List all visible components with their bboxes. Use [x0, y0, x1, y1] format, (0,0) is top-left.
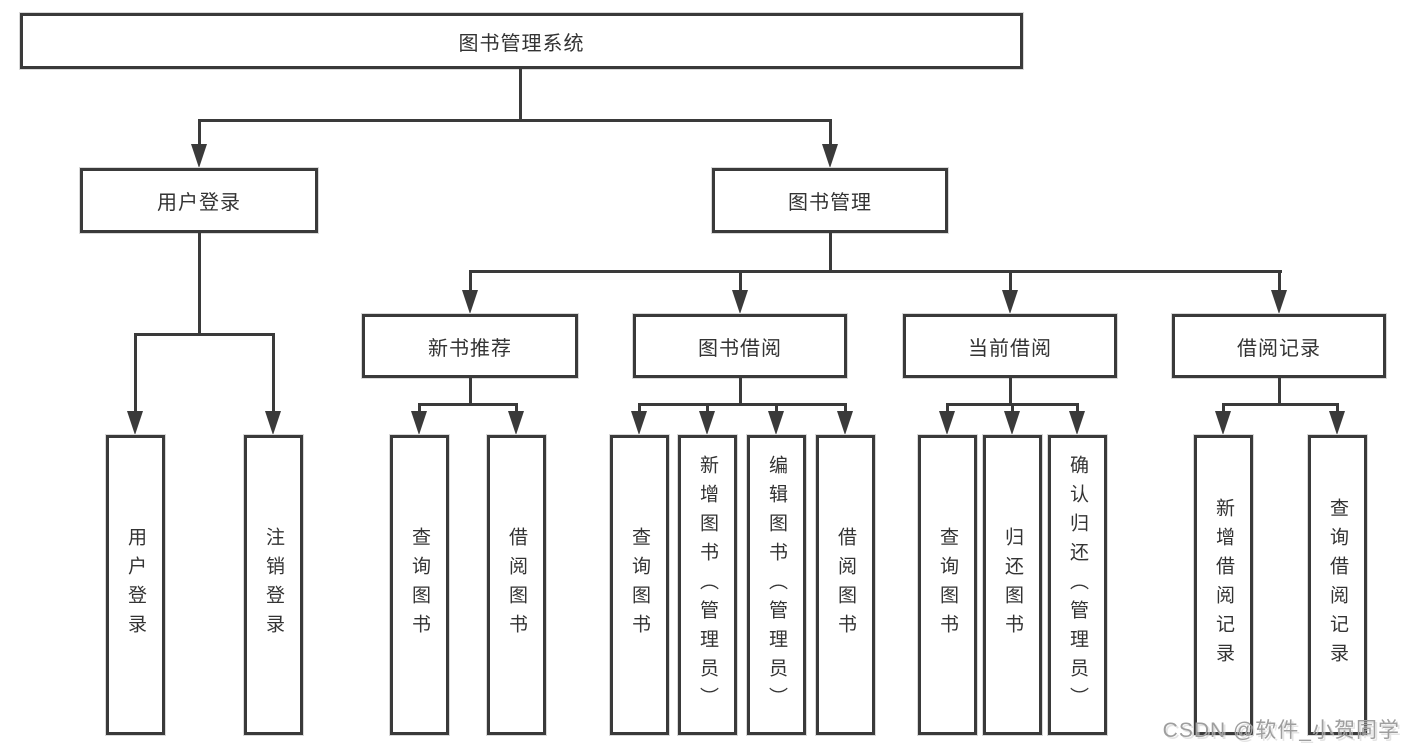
connector-stub	[638, 403, 641, 415]
arrowhead-down	[1215, 411, 1231, 435]
connector-rail	[1222, 403, 1339, 406]
connector-stub	[134, 333, 137, 413]
node-book-borrowing: 图书借阅	[633, 314, 847, 378]
connector-stub	[418, 403, 421, 415]
arrowhead-down	[462, 290, 478, 314]
connector-stub	[469, 270, 472, 294]
arrowhead-down	[1271, 290, 1287, 314]
leaf-current-query-books-label: 查询图书	[937, 527, 958, 643]
leaf-recommend-borrow-books: 借阅图书	[487, 435, 546, 735]
connector-stub	[1076, 403, 1079, 415]
node-current-borrowing: 当前借阅	[903, 314, 1117, 378]
leaf-borrowing-borrow-books-label: 借阅图书	[835, 527, 856, 643]
leaf-logout-label: 注销登录	[263, 527, 284, 643]
leaf-query-borrow-record: 查询借阅记录	[1308, 435, 1367, 735]
node-borrowing-records: 借阅记录	[1172, 314, 1386, 378]
connector-book-mgmt-trunk	[829, 233, 832, 273]
connector-stub	[739, 270, 742, 294]
connector-stub	[1011, 403, 1014, 415]
connector-trunk	[739, 378, 742, 406]
leaf-recommend-query-books: 查询图书	[390, 435, 449, 735]
leaf-return-books: 归还图书	[983, 435, 1042, 735]
leaf-return-books-label: 归还图书	[1002, 527, 1023, 643]
node-user-login-label: 用户登录	[157, 192, 241, 214]
node-root: 图书管理系统	[20, 13, 1023, 69]
arrowhead-down	[768, 411, 784, 435]
arrowhead-down	[631, 411, 647, 435]
node-current-borrowing-label: 当前借阅	[968, 337, 1052, 360]
connector-trunk	[1278, 378, 1281, 406]
arrowhead-down	[837, 411, 853, 435]
connector-stub	[829, 119, 832, 147]
leaf-confirm-return-admin: 确认归还（管理员）	[1048, 435, 1107, 735]
arrowhead-down	[1002, 290, 1018, 314]
arrowhead-down	[411, 411, 427, 435]
leaf-recommend-query-books-label: 查询图书	[409, 527, 430, 643]
leaf-add-borrow-record-label: 新增借阅记录	[1213, 498, 1234, 672]
node-new-book-recommend: 新书推荐	[362, 314, 578, 378]
connector-stub	[515, 403, 518, 415]
arrowhead-down	[191, 144, 207, 168]
arrowhead-down	[822, 144, 838, 168]
arrowhead-down	[699, 411, 715, 435]
node-borrowing-records-label: 借阅记录	[1237, 337, 1321, 360]
leaf-recommend-borrow-books-label: 借阅图书	[506, 527, 527, 643]
leaf-user-login: 用户登录	[106, 435, 165, 735]
connector-stub	[775, 403, 778, 415]
connector-stub	[198, 119, 201, 147]
arrowhead-down	[1329, 411, 1345, 435]
node-new-book-recommend-label: 新书推荐	[428, 337, 512, 360]
connector-stub	[1009, 270, 1012, 294]
arrowhead-down	[127, 411, 143, 435]
node-root-label: 图书管理系统	[458, 32, 585, 55]
arrowhead-down	[265, 411, 281, 435]
node-book-management: 图书管理	[712, 168, 948, 233]
arrowhead-down	[732, 290, 748, 314]
connector-level3-rail	[469, 270, 1282, 273]
leaf-edit-book-admin: 编辑图书（管理员）	[747, 435, 806, 735]
leaf-user-login-label: 用户登录	[125, 527, 146, 643]
arrowhead-down	[939, 411, 955, 435]
node-book-management-label: 图书管理	[788, 192, 872, 214]
connector-trunk	[1009, 378, 1012, 406]
leaf-logout: 注销登录	[244, 435, 303, 735]
connector-level2-rail	[198, 119, 832, 122]
connector-rail	[418, 403, 518, 406]
leaf-query-borrow-record-label: 查询借阅记录	[1327, 498, 1348, 672]
connector-stub	[946, 403, 949, 415]
connector-stub	[706, 403, 709, 415]
connector-stub	[844, 403, 847, 415]
connector-user-login-rail	[134, 333, 275, 336]
node-book-borrowing-label: 图书借阅	[698, 337, 782, 360]
connector-root-trunk	[519, 69, 522, 122]
arrowhead-down	[508, 411, 524, 435]
connector-stub	[1222, 403, 1225, 415]
connector-stub	[272, 333, 275, 413]
arrowhead-down	[1069, 411, 1085, 435]
leaf-add-book-admin: 新增图书（管理员）	[678, 435, 737, 735]
leaf-add-borrow-record: 新增借阅记录	[1194, 435, 1253, 735]
connector-trunk	[469, 378, 472, 406]
leaf-add-book-admin-label: 新增图书（管理员）	[697, 454, 718, 716]
leaf-borrowing-query-books-label: 查询图书	[629, 527, 650, 643]
connector-stub	[1278, 270, 1281, 294]
csdn-watermark: CSDN @软件_小贺同学	[1162, 719, 1400, 742]
connector-rail	[638, 403, 847, 406]
node-user-login: 用户登录	[80, 168, 318, 233]
connector-stub	[1336, 403, 1339, 415]
leaf-edit-book-admin-label: 编辑图书（管理员）	[766, 454, 787, 716]
arrowhead-down	[1004, 411, 1020, 435]
leaf-current-query-books: 查询图书	[918, 435, 977, 735]
connector-user-login-trunk	[198, 233, 201, 336]
leaf-confirm-return-admin-label: 确认归还（管理员）	[1067, 454, 1088, 716]
leaf-borrowing-query-books: 查询图书	[610, 435, 669, 735]
leaf-borrowing-borrow-books: 借阅图书	[816, 435, 875, 735]
